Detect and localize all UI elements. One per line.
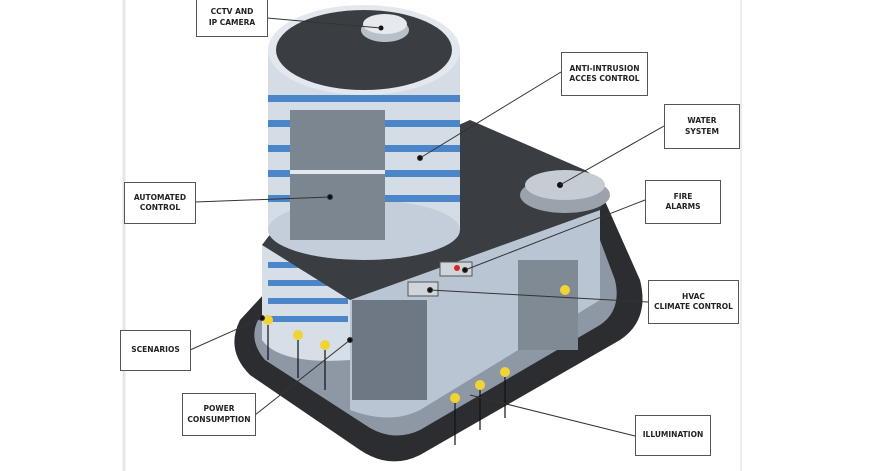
label-line: ANTI-INTRUSION bbox=[569, 63, 640, 73]
label-line: AUTOMATED bbox=[133, 192, 187, 202]
label-line: HVAC bbox=[682, 291, 705, 301]
label-line: ALARMS bbox=[665, 202, 701, 211]
office-cutaway bbox=[352, 300, 427, 400]
label-line: CCTV AND bbox=[210, 7, 254, 17]
window-band bbox=[268, 280, 348, 286]
label-line: IP CAMERA bbox=[208, 17, 256, 27]
hvac-room-cutaway bbox=[518, 260, 578, 350]
label-line: CLIMATE CONTROL bbox=[654, 302, 733, 311]
label-line: SYSTEM bbox=[685, 126, 719, 136]
label-illumination: ILLUMINATION bbox=[635, 415, 711, 456]
label-line: POWER bbox=[203, 404, 235, 414]
label-line: ACCES CONTROL bbox=[569, 74, 640, 83]
label-line: FIRE bbox=[673, 191, 693, 201]
label-line: SCENARIOS bbox=[131, 345, 180, 355]
light-poles bbox=[267, 325, 506, 445]
label-scenarios: SCENARIOS bbox=[120, 330, 191, 371]
tower-office-cutaway bbox=[290, 110, 385, 240]
illumination-lights bbox=[263, 285, 570, 403]
label-line: ILLUMINATION bbox=[642, 430, 704, 440]
label-line: CONTROL bbox=[139, 203, 181, 212]
window-band bbox=[268, 298, 348, 304]
water-tank-top bbox=[525, 170, 605, 200]
window-band bbox=[268, 316, 348, 322]
label-line: WATER bbox=[687, 116, 717, 126]
label-line: CONSUMPTION bbox=[187, 414, 251, 424]
leader-lines bbox=[189, 17, 665, 437]
hvac-unit bbox=[407, 281, 439, 297]
fire-alarm-light bbox=[454, 265, 460, 271]
